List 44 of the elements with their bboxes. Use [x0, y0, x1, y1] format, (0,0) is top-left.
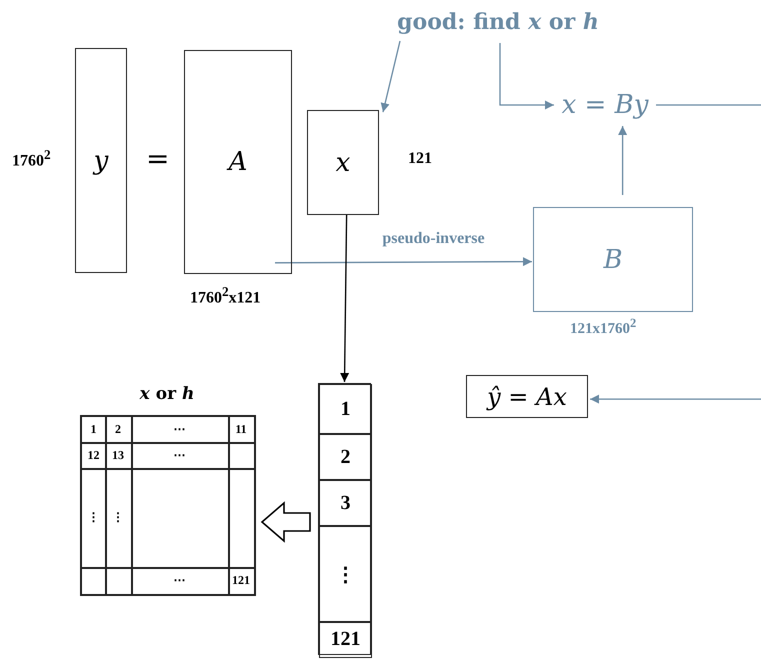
arrow — [618, 126, 628, 195]
dimension-label: 121x1760$^{2}$ — [570, 316, 636, 338]
grid-cell: 1 — [80, 415, 107, 444]
arrow — [275, 257, 532, 266]
grid-cell: 11 — [228, 415, 256, 444]
empty-cell — [228, 468, 256, 569]
equation-box: ŷ = Ax — [466, 375, 588, 418]
matrix-box: y — [75, 48, 127, 273]
vector-cell: 3 — [319, 479, 372, 527]
hollow-arrow — [260, 501, 311, 543]
grid-cell: ⋯ — [131, 442, 230, 470]
grid-cell: 13 — [105, 442, 133, 470]
empty-cell — [228, 442, 256, 470]
matrix-box: x — [307, 110, 379, 215]
grid-cell: ⋮ — [105, 468, 133, 569]
empty-cell — [105, 567, 133, 596]
vector-cell: 2 — [319, 433, 372, 481]
dimension-label: 1760$^{2}$x121 — [190, 284, 261, 308]
vector-cell: 121 — [319, 621, 372, 658]
grid-cell: ⋯ — [131, 567, 230, 596]
grid-cell: 2 — [105, 415, 133, 444]
column-vector — [318, 383, 371, 655]
arrow — [380, 40, 401, 112]
grid-cell: 121 — [228, 567, 256, 596]
dimension-label: 1760$^{2}$ — [12, 147, 51, 170]
grid-cell: 12 — [80, 442, 107, 470]
vector-cell: 1 — [319, 384, 372, 435]
annotation-text: good: find x or h — [398, 4, 598, 40]
arrow — [590, 394, 761, 404]
empty-cell — [131, 468, 230, 569]
arrow — [499, 43, 554, 110]
connector-line — [656, 104, 761, 106]
grid-cell: ⋮ — [80, 468, 107, 569]
grid-cell: ⋯ — [131, 415, 230, 444]
matrix-box: A — [184, 50, 292, 274]
matrix-box: B — [533, 207, 693, 312]
dimension-label: 121 — [408, 150, 432, 168]
edge-label: pseudo-inverse — [382, 230, 485, 248]
grid-title: x or h — [138, 384, 196, 404]
empty-cell — [80, 567, 107, 596]
vector-cell: ⋮ — [319, 525, 372, 623]
arrow — [340, 215, 350, 382]
equals-sign: = — [146, 142, 170, 175]
equation-text: x = By — [556, 86, 654, 124]
